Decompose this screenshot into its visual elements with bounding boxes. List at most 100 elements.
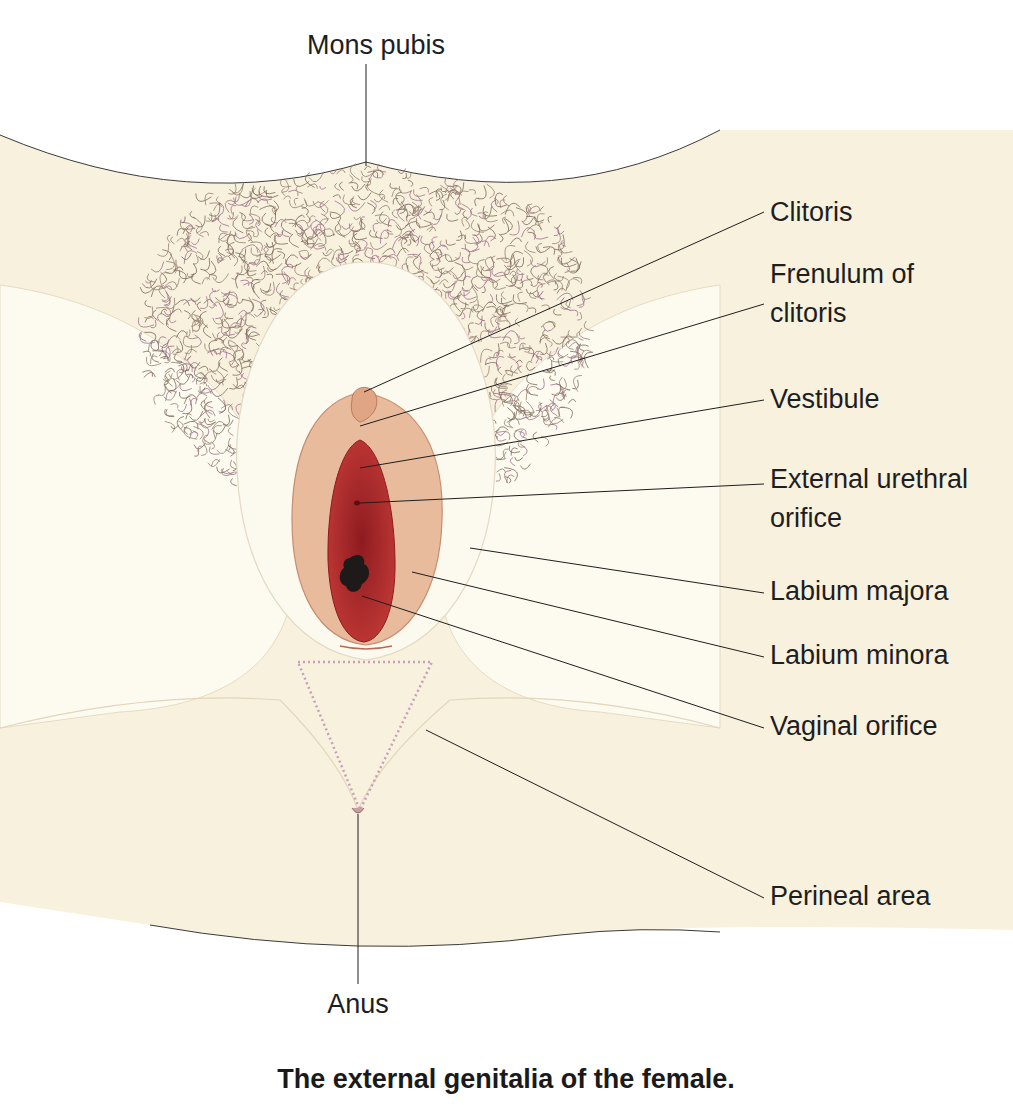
hair-curl <box>409 206 425 216</box>
leader-line <box>358 814 359 984</box>
hair-curl <box>382 248 395 254</box>
hair-curl <box>199 388 211 393</box>
hair-curl <box>177 369 183 380</box>
hair-curl <box>535 216 545 221</box>
hair-curl <box>299 253 311 259</box>
hair-curl <box>222 319 236 328</box>
hair-curl <box>242 357 251 362</box>
hair-curl <box>164 409 173 416</box>
hair-curl <box>167 335 180 343</box>
hair-curl <box>150 281 166 290</box>
hair-curl <box>475 316 482 325</box>
hair-curl <box>185 241 190 251</box>
hair-curl <box>252 299 264 314</box>
leader-line <box>360 484 764 503</box>
hair-curl <box>543 247 555 255</box>
hair-curl <box>158 243 169 256</box>
hair-curl <box>259 186 272 197</box>
hair-curl <box>364 166 370 170</box>
hair-curl <box>458 271 466 281</box>
hair-curl <box>471 220 483 232</box>
hair-curl <box>343 195 355 205</box>
hair-curl <box>462 313 465 319</box>
hair-curl <box>548 418 564 428</box>
hair-curl <box>507 475 515 483</box>
buttock-crease <box>358 698 720 810</box>
hair-curl <box>560 378 566 389</box>
hair-curl <box>246 329 258 337</box>
hair-curl <box>500 314 507 322</box>
vaginal-orifice <box>340 555 369 592</box>
hair-curl <box>515 429 527 435</box>
hair-curl <box>202 278 210 284</box>
hair-curl <box>301 207 308 215</box>
hair-curl <box>533 432 538 442</box>
hair-curl <box>305 173 315 188</box>
hair-curl <box>499 234 503 242</box>
hair-curl <box>318 202 328 216</box>
hair-curl <box>266 243 276 247</box>
hair-curl <box>151 320 156 328</box>
hair-curl <box>237 371 241 380</box>
hair-curl <box>455 210 461 215</box>
hair-curl <box>242 373 247 379</box>
part-label: External urethral orifice <box>770 460 1005 538</box>
hair-curl <box>514 334 519 344</box>
hair-curl <box>265 242 274 255</box>
hair-curl <box>349 240 356 244</box>
hair-curl <box>333 250 344 260</box>
hair-curl <box>509 420 513 428</box>
hair-curl <box>257 199 268 204</box>
hair-curl <box>144 306 153 318</box>
hair-curl <box>471 299 479 310</box>
hair-curl <box>501 292 506 300</box>
hair-curl <box>524 345 529 352</box>
hair-curl <box>172 349 182 354</box>
hair-curl <box>200 410 215 416</box>
hair-curl <box>139 331 146 341</box>
hair-curl <box>528 353 538 363</box>
hair-curl <box>218 398 226 414</box>
hair-curl <box>358 193 371 200</box>
hair-curl <box>562 337 573 349</box>
buttock-crease <box>0 698 358 810</box>
hair-curl <box>464 292 477 299</box>
hair-curl <box>397 208 404 221</box>
hair-curl <box>292 220 308 227</box>
hair-curl <box>204 397 213 408</box>
hair-curl <box>469 305 483 318</box>
hair-curl <box>390 183 397 188</box>
hair-curl <box>549 351 563 362</box>
hair-curl <box>236 366 240 373</box>
hair-curl <box>509 446 520 453</box>
hair-curl <box>177 228 184 235</box>
hair-curl <box>453 275 463 279</box>
hair-curl <box>577 290 585 305</box>
hair-curl <box>364 248 373 255</box>
hair-curl <box>226 242 234 256</box>
hair-curl <box>170 319 177 322</box>
fourchette <box>340 646 392 649</box>
hair-curl <box>192 273 201 284</box>
hair-curl <box>213 273 229 282</box>
hair-curl <box>187 228 192 234</box>
hair-curl <box>138 317 153 327</box>
hair-curl <box>407 239 411 245</box>
hair-curl <box>232 184 243 195</box>
hair-curl <box>185 349 197 359</box>
hair-curl <box>187 331 198 338</box>
hair-curl <box>251 248 264 256</box>
hair-curl <box>253 188 258 196</box>
hair-curl <box>255 219 260 226</box>
hair-curl <box>296 215 305 232</box>
hair-curl <box>198 387 205 392</box>
hair-curl <box>510 271 516 275</box>
hair-curl <box>285 219 296 227</box>
hair-curl <box>176 341 183 353</box>
hair-curl <box>573 277 582 284</box>
hair-curl <box>526 386 538 400</box>
part-label: Frenulum of clitoris <box>770 255 970 333</box>
hair-curl <box>496 473 501 481</box>
